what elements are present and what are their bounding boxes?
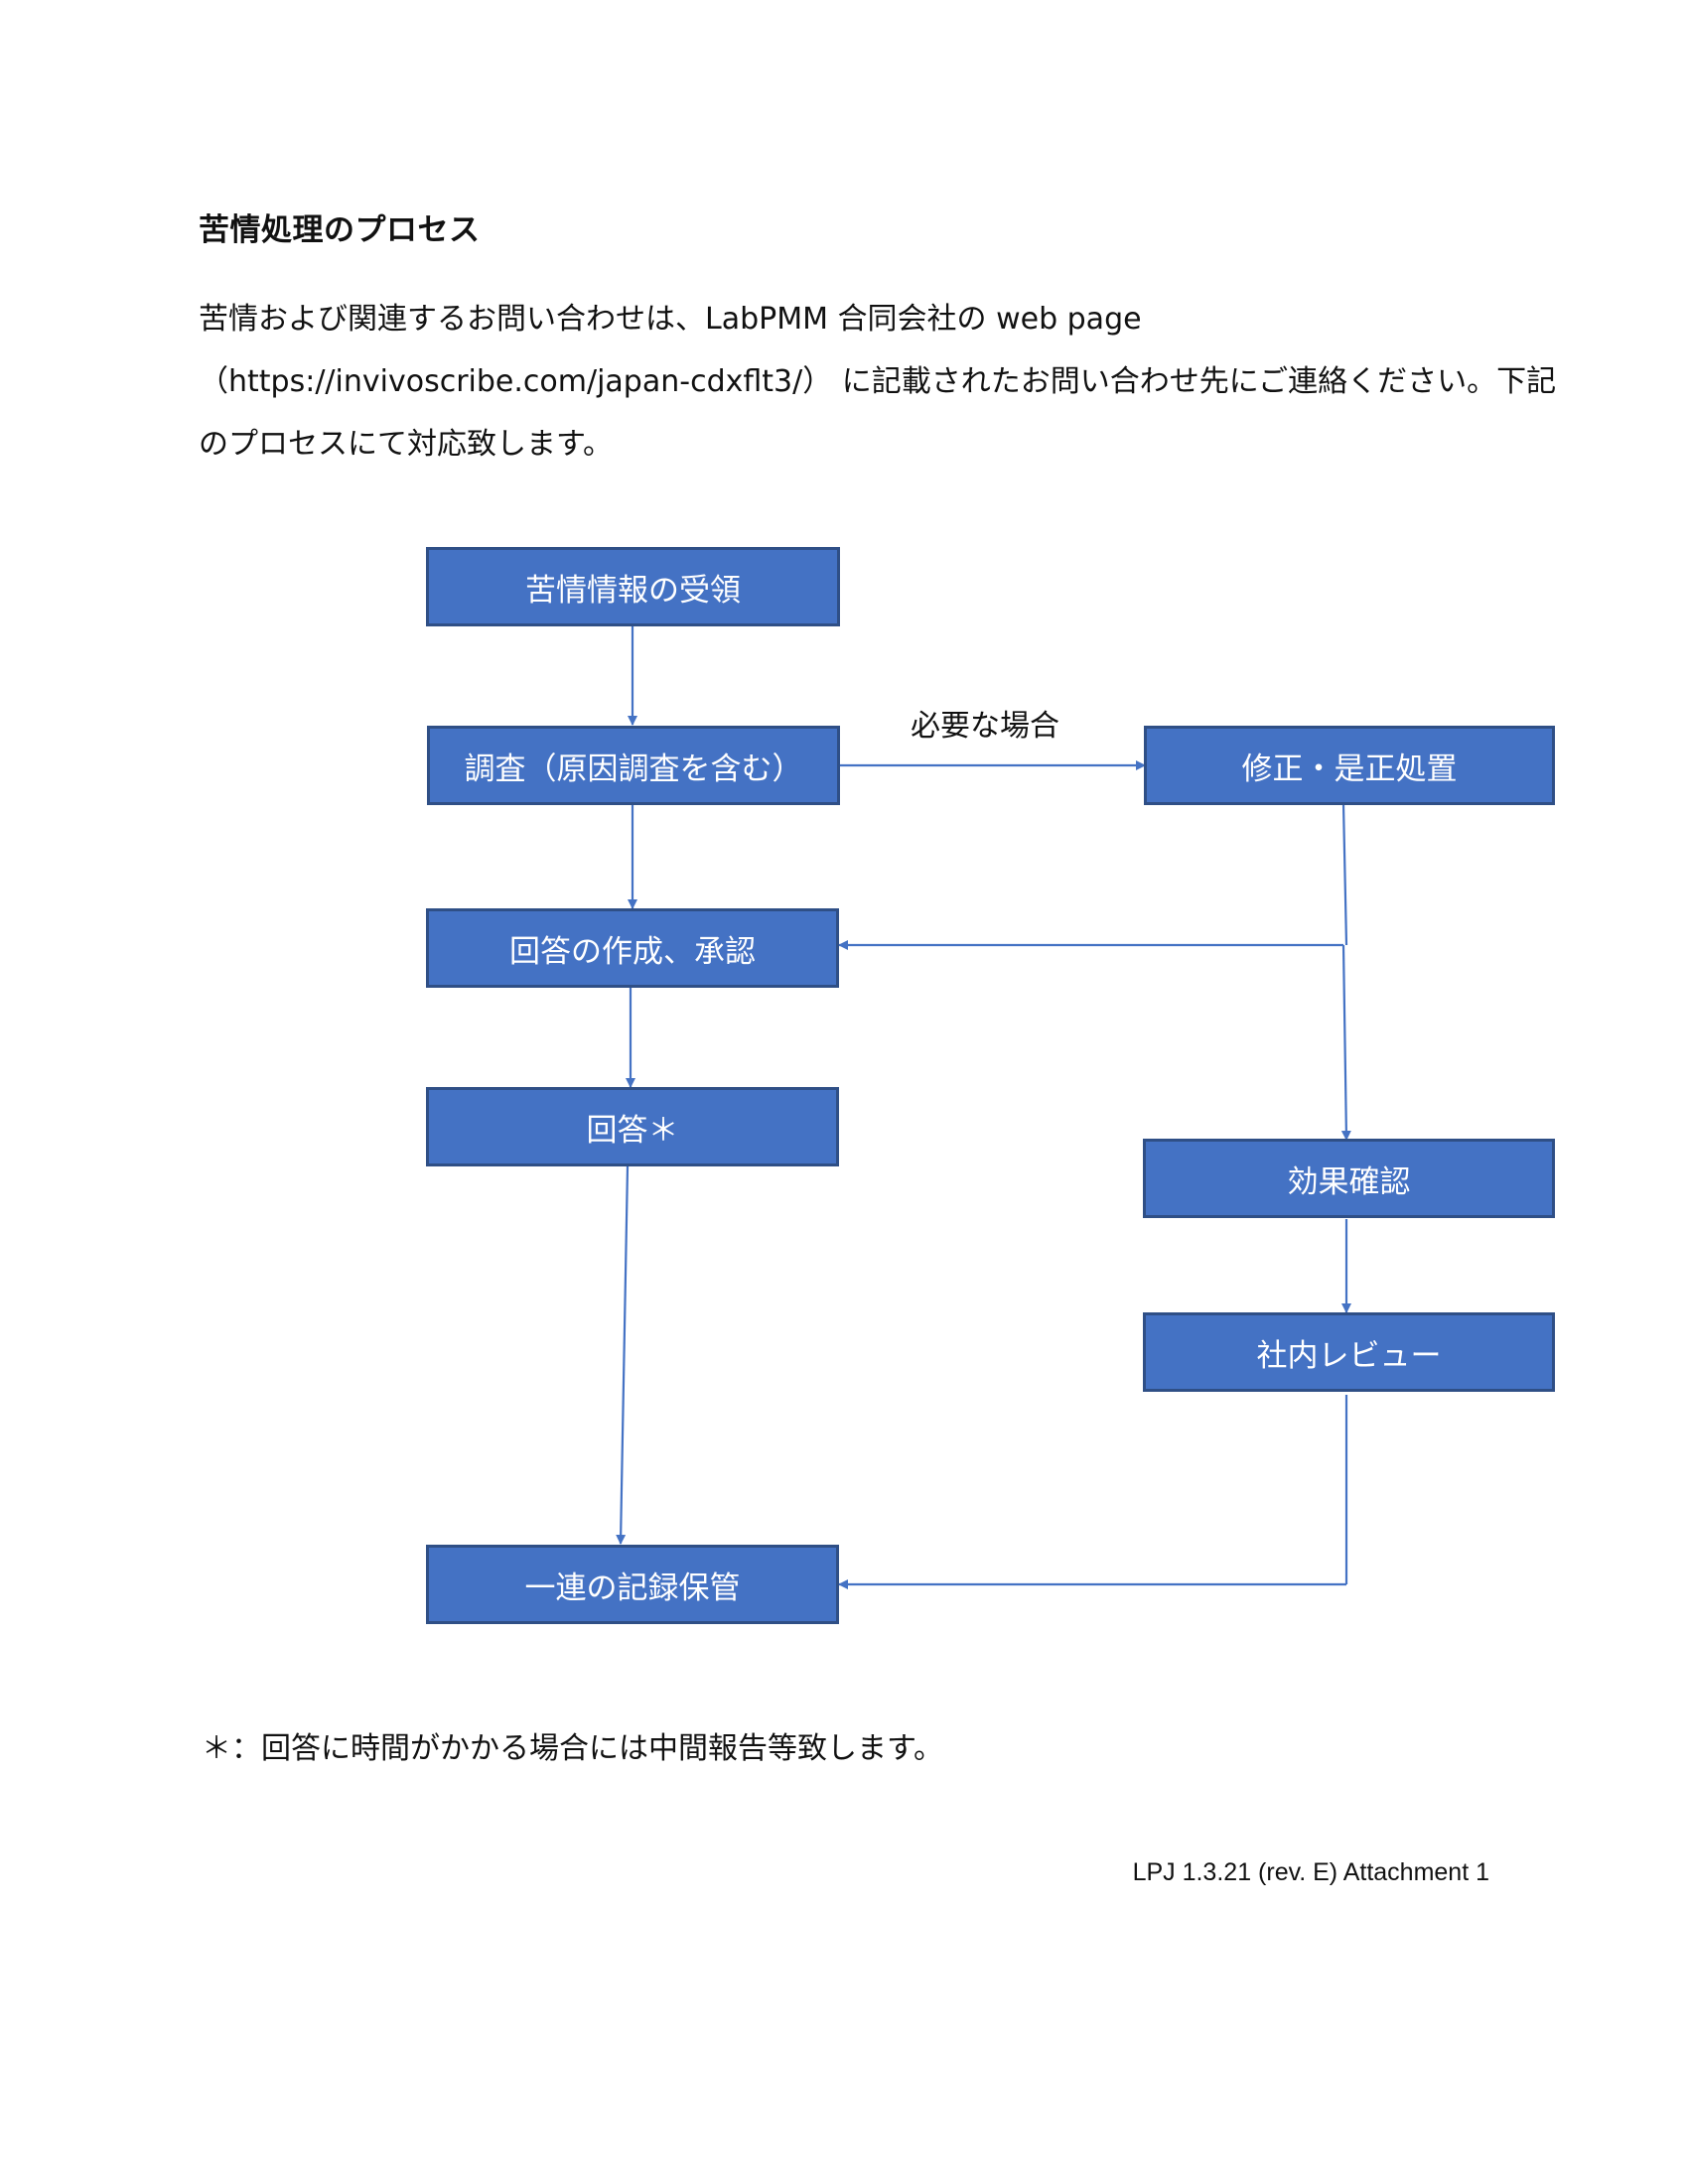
step-investigation: 調査（原因調査を含む） [427, 726, 840, 805]
connector-correct-down [1341, 803, 1348, 946]
arrow-correct-to-effect [1340, 944, 1351, 1141]
intro-line-3: のプロセスにて対応致します。 [199, 427, 613, 462]
step-corrective-action: 修正・是正処置 [1144, 726, 1555, 805]
page-title: 苦情処理のプロセス [199, 212, 481, 248]
step-effectiveness-check: 効果確認 [1143, 1139, 1555, 1218]
intro-line-1: 苦情および関連するお問い合わせは、LabPMM 合同会社の web page [199, 302, 1142, 337]
step-complaint-received: 苦情情報の受領 [426, 547, 840, 626]
footnote: ＊：回答に時間がかかる場合には中間報告等致します。 [202, 1731, 943, 1766]
document-reference: LPJ 1.3.21 (rev. E) Attachment 1 [1132, 1858, 1489, 1886]
intro-paragraph: 苦情および関連するお問い合わせは、LabPMM 合同会社の web page （… [199, 288, 1557, 476]
step-draft-approve-answer: 回答の作成、承認 [426, 908, 839, 988]
step-internal-review: 社内レビュー [1143, 1312, 1555, 1392]
step-answer: 回答＊ [426, 1087, 839, 1166]
edge-label-if-needed: 必要な場合 [911, 709, 1059, 744]
intro-line-2: （https://invivoscribe.com/japan-cdxflt3/… [199, 364, 1557, 399]
arrow-answer-to-archive [616, 1165, 630, 1545]
step-record-archive: 一連の記録保管 [426, 1545, 839, 1624]
